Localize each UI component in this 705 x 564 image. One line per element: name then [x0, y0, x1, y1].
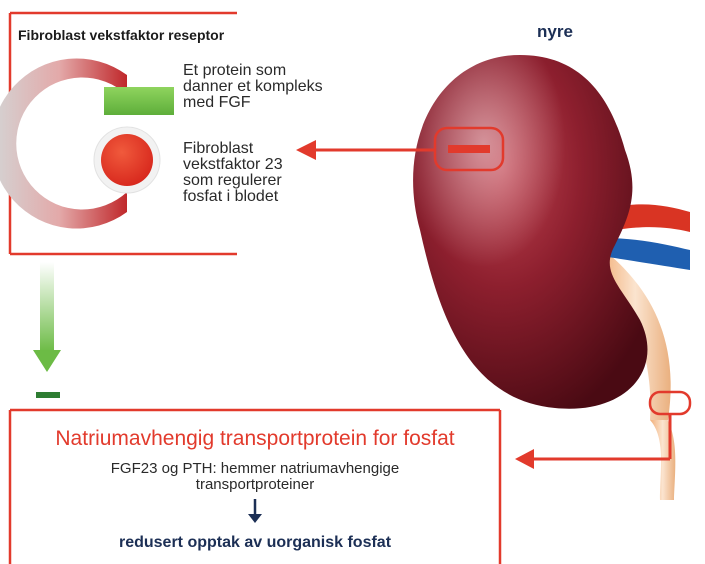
result-text: redusert opptak av uorganisk fosfat — [10, 534, 500, 552]
inhibition-text: FGF23 og PTH: hemmer natriumavhengige tr… — [60, 461, 450, 493]
protein-description: Et protein som danner et kompleks med FG… — [183, 63, 333, 111]
inhibition-arrow-shaft — [40, 262, 54, 352]
kidney-label: nyre — [505, 22, 605, 42]
fgf23-red-circle — [101, 134, 153, 186]
inhibition-arrow-head — [33, 350, 61, 372]
down-arrow-icon — [248, 499, 262, 523]
ureter-to-transport-arrowhead — [515, 449, 534, 469]
transport-title: Natriumavhengig transportprotein for fos… — [10, 427, 500, 451]
fgf23-description: Fibroblast vekstfaktor 23 som regulerer … — [183, 141, 313, 205]
receptor-green-bar — [104, 87, 174, 115]
kidney-callout-mark — [448, 145, 490, 153]
inhibition-bar-icon — [36, 392, 60, 398]
receptor-title: Fibroblast vekstfaktor reseptor — [18, 27, 228, 43]
